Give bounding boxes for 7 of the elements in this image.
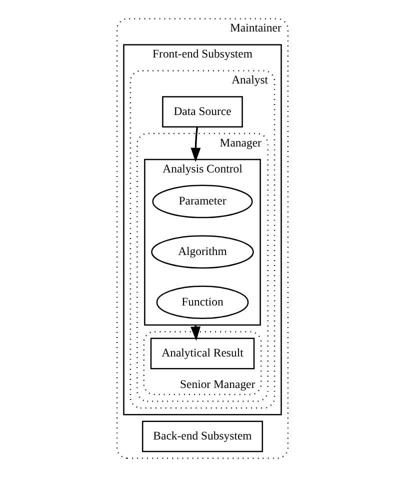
node-ellipse: Algorithm [150,235,254,269]
node-box: Data Source [162,96,242,128]
node-box: Analytical Result [150,338,254,370]
node-ellipse: Function [156,286,248,320]
arrow [190,127,200,162]
node-ellipse: Parameter [152,184,252,218]
node-box: Back-end Subsystem [141,420,263,452]
